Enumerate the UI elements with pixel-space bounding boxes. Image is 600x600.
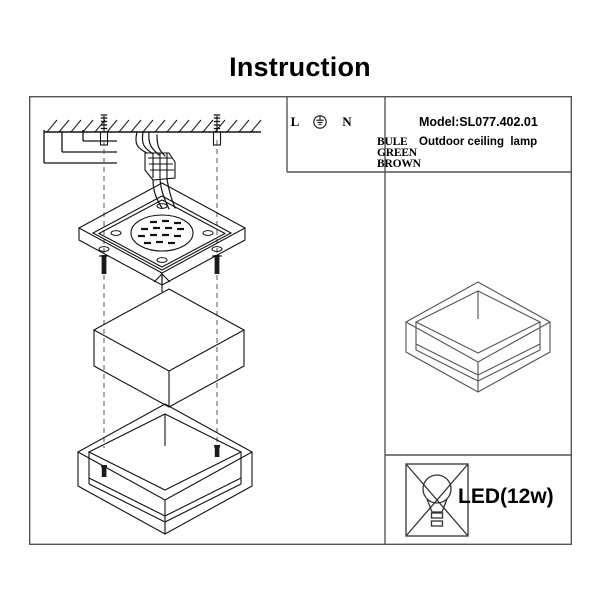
expansion-anchor-icon-right [212, 114, 222, 146]
wiring-label-brown: BROWN [377, 158, 422, 170]
perforated-circle [138, 219, 184, 245]
wiring-label-blue: BULE [377, 136, 408, 148]
hatched-ceiling [44, 119, 262, 133]
assembled-product-view [404, 281, 552, 393]
wiring-label-green: GREEN [377, 147, 418, 159]
wiring-terminal-l: L [291, 114, 300, 129]
assembly-arrow [153, 273, 171, 292]
page-title: Instruction [229, 52, 371, 82]
screw-icon-right [212, 255, 222, 274]
product-description-text: Outdoor ceiling lamp [419, 136, 538, 148]
crossed-out-bulb-icon [405, 463, 469, 537]
wiring-diagram: L N BULE GREEN BROWN [43, 114, 422, 170]
alignment-axes [103, 140, 218, 448]
earth-ground-icon [313, 115, 327, 129]
shade-screw-right [214, 445, 220, 457]
exploded-assembly-view [44, 114, 262, 535]
wiring-terminal-n: N [342, 114, 352, 129]
sheet-frame [29, 96, 572, 545]
iso-box-diffuser [92, 288, 246, 408]
plate-screw-holes [98, 203, 223, 263]
technical-drawing: L N BULE GREEN BROWN [29, 96, 572, 545]
expansion-anchor-icon-left [99, 114, 109, 146]
iso-open-box-shade [76, 403, 254, 535]
diagram-sheet: L N BULE GREEN BROWN [29, 96, 572, 545]
product-model-text: Model:SL077.402.01 [419, 115, 538, 129]
lamp-spec-label: LED(12w) [458, 485, 554, 508]
screw-icon-left [99, 255, 109, 274]
shade-screw-left [101, 465, 107, 477]
wires-icon [135, 131, 166, 157]
